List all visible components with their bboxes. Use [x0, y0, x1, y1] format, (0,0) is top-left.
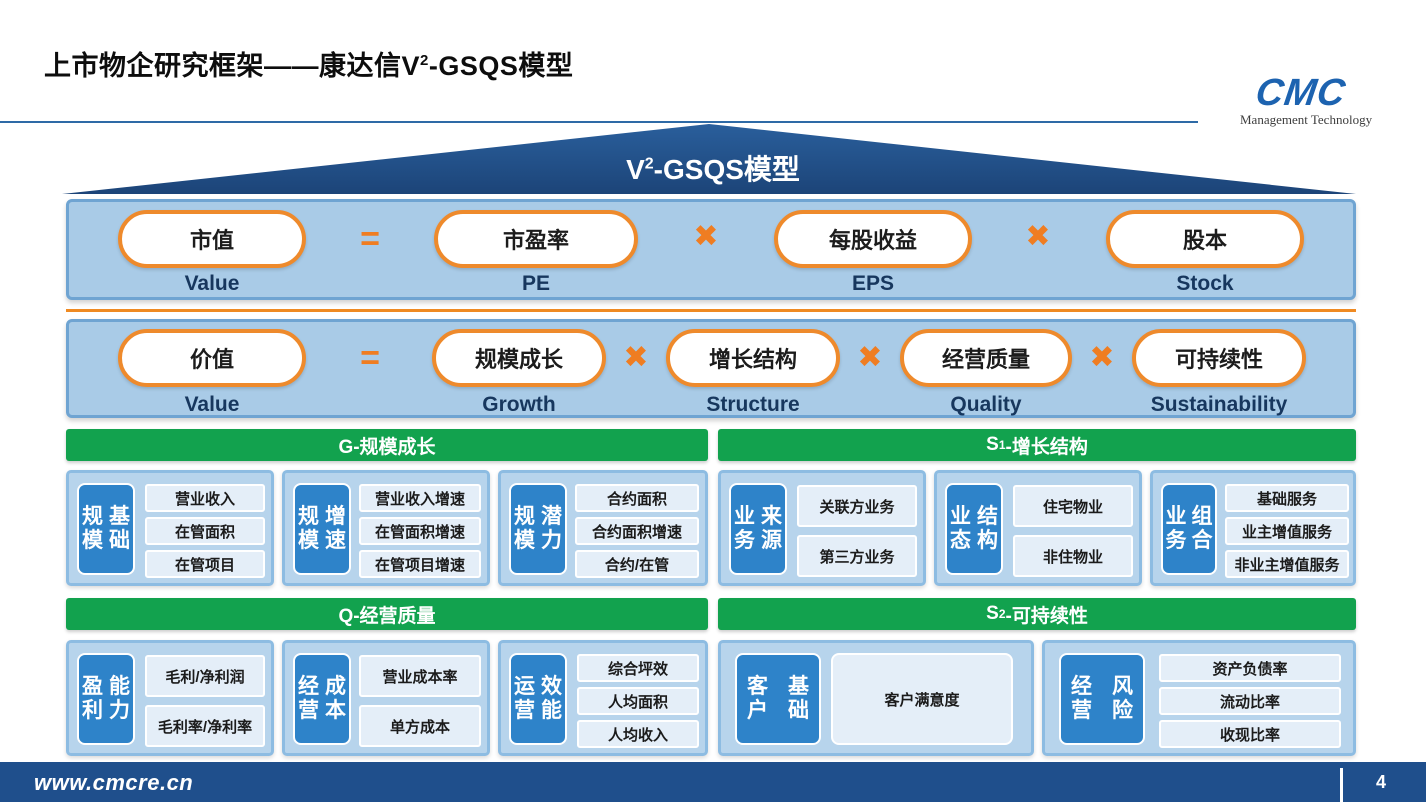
footer-divider — [1340, 768, 1343, 802]
metric-item: 收现比率 — [1159, 720, 1341, 748]
pill-sustainability: 可持续性 — [1132, 329, 1306, 387]
section-growth: G-规模成长 — [66, 429, 708, 461]
multiply-icon: ✖ — [623, 341, 649, 374]
pill-growth: 规模成长 — [432, 329, 606, 387]
card-operating-risk: 经营风险 资产负债率 流动比率 收现比率 — [1042, 640, 1356, 756]
section-quality: Q-经营质量 — [66, 598, 708, 630]
metric-item: 单方成本 — [359, 705, 481, 747]
card-scale-growth: 规模增速 营业收入增速 在管面积增速 在管项目增速 — [282, 470, 490, 586]
label-quality: Quality — [950, 393, 1022, 416]
metric-item: 流动比率 — [1159, 687, 1341, 715]
metric-item: 基础服务 — [1225, 484, 1349, 512]
card-tag: 运营效能 — [509, 653, 567, 745]
metric-item: 综合坪效 — [577, 654, 699, 682]
multiply-icon: ✖ — [1089, 341, 1115, 374]
label-sustainability: Sustainability — [1150, 393, 1288, 416]
company-logo: CMC Management Technology — [1238, 72, 1398, 132]
card-tag: 规模增速 — [293, 483, 351, 575]
footer-bar — [0, 762, 1426, 802]
logo-subtitle: Management Technology — [1240, 112, 1373, 127]
card-tag: 规模潜力 — [509, 483, 567, 575]
card-property-structure: 业态结构 住宅物业 非住物业 — [934, 470, 1142, 586]
card-profitability: 盈利能力 毛利/净利润 毛利率/净利率 — [66, 640, 274, 756]
equals-icon: = — [360, 220, 380, 258]
label-stock: Stock — [1176, 272, 1234, 295]
card-tag: 业务来源 — [729, 483, 787, 575]
metric-item: 营业收入增速 — [359, 484, 481, 512]
label-value: Value — [184, 393, 240, 416]
card-tag: 业务组合 — [1161, 483, 1217, 575]
card-tag: 经营成本 — [293, 653, 351, 745]
metric-item: 毛利率/净利率 — [145, 705, 265, 747]
metric-item: 人均面积 — [577, 687, 699, 715]
label-value: Value — [184, 272, 240, 295]
metric-item: 业主增值服务 — [1225, 517, 1349, 545]
page-number: 4 — [1376, 772, 1387, 792]
metric-item: 在管项目 — [145, 550, 265, 578]
card-customer-base: 客户基础 客户满意度 — [718, 640, 1034, 756]
metric-item: 住宅物业 — [1013, 485, 1133, 527]
card-operating-efficiency: 运营效能 综合坪效 人均面积 人均收入 — [498, 640, 708, 756]
orange-divider — [66, 309, 1356, 312]
logo-mark: CMC — [1253, 72, 1349, 114]
multiply-icon: ✖ — [693, 220, 719, 253]
metric-item: 营业成本率 — [359, 655, 481, 697]
label-growth: Growth — [482, 393, 556, 416]
metric-item: 合约/在管 — [575, 550, 699, 578]
label-structure: Structure — [706, 393, 800, 416]
metric-item: 非业主增值服务 — [1225, 550, 1349, 578]
metric-item: 资产负债率 — [1159, 654, 1341, 682]
title-divider — [0, 121, 1198, 123]
footer-url: www.cmcre.cn — [34, 770, 194, 795]
model-title: V2-GSQS模型 — [626, 154, 800, 185]
metric-item: 毛利/净利润 — [145, 655, 265, 697]
metric-item: 人均收入 — [577, 720, 699, 748]
metric-item: 营业收入 — [145, 484, 265, 512]
pill-stock: 股本 — [1106, 210, 1304, 268]
card-scale-potential: 规模潜力 合约面积 合约面积增速 合约/在管 — [498, 470, 708, 586]
pill-pe: 市盈率 — [434, 210, 638, 268]
multiply-icon: ✖ — [1025, 220, 1051, 253]
pill-eps: 每股收益 — [774, 210, 972, 268]
card-scale-base: 规模基础 营业收入 在管面积 在管项目 — [66, 470, 274, 586]
metric-item: 在管面积 — [145, 517, 265, 545]
card-tag: 规模基础 — [77, 483, 135, 575]
metric-item: 客户满意度 — [831, 653, 1013, 745]
pill-market-value: 市值 — [118, 210, 306, 268]
card-business-source: 业务来源 关联方业务 第三方业务 — [718, 470, 926, 586]
metric-item: 非住物业 — [1013, 535, 1133, 577]
pill-value: 价值 — [118, 329, 306, 387]
card-tag: 盈利能力 — [77, 653, 135, 745]
equals-icon: = — [360, 339, 380, 377]
card-business-mix: 业务组合 基础服务 业主增值服务 非业主增值服务 — [1150, 470, 1356, 586]
roof-triangle — [62, 124, 1356, 194]
page-title: 上市物企研究框架——康达信V2-GSQS模型 — [44, 51, 574, 81]
metric-item: 合约面积增速 — [575, 517, 699, 545]
metric-item: 关联方业务 — [797, 485, 917, 527]
card-tag: 经营风险 — [1059, 653, 1145, 745]
metric-item: 合约面积 — [575, 484, 699, 512]
label-pe: PE — [521, 272, 550, 295]
card-operating-cost: 经营成本 营业成本率 单方成本 — [282, 640, 490, 756]
card-tag: 业态结构 — [945, 483, 1003, 575]
multiply-icon: ✖ — [857, 341, 883, 374]
metric-item: 在管面积增速 — [359, 517, 481, 545]
pill-structure: 增长结构 — [666, 329, 840, 387]
label-eps: EPS — [851, 272, 895, 295]
metric-item: 第三方业务 — [797, 535, 917, 577]
card-tag: 客户基础 — [735, 653, 821, 745]
pill-quality: 经营质量 — [900, 329, 1072, 387]
metric-item: 在管项目增速 — [359, 550, 481, 578]
